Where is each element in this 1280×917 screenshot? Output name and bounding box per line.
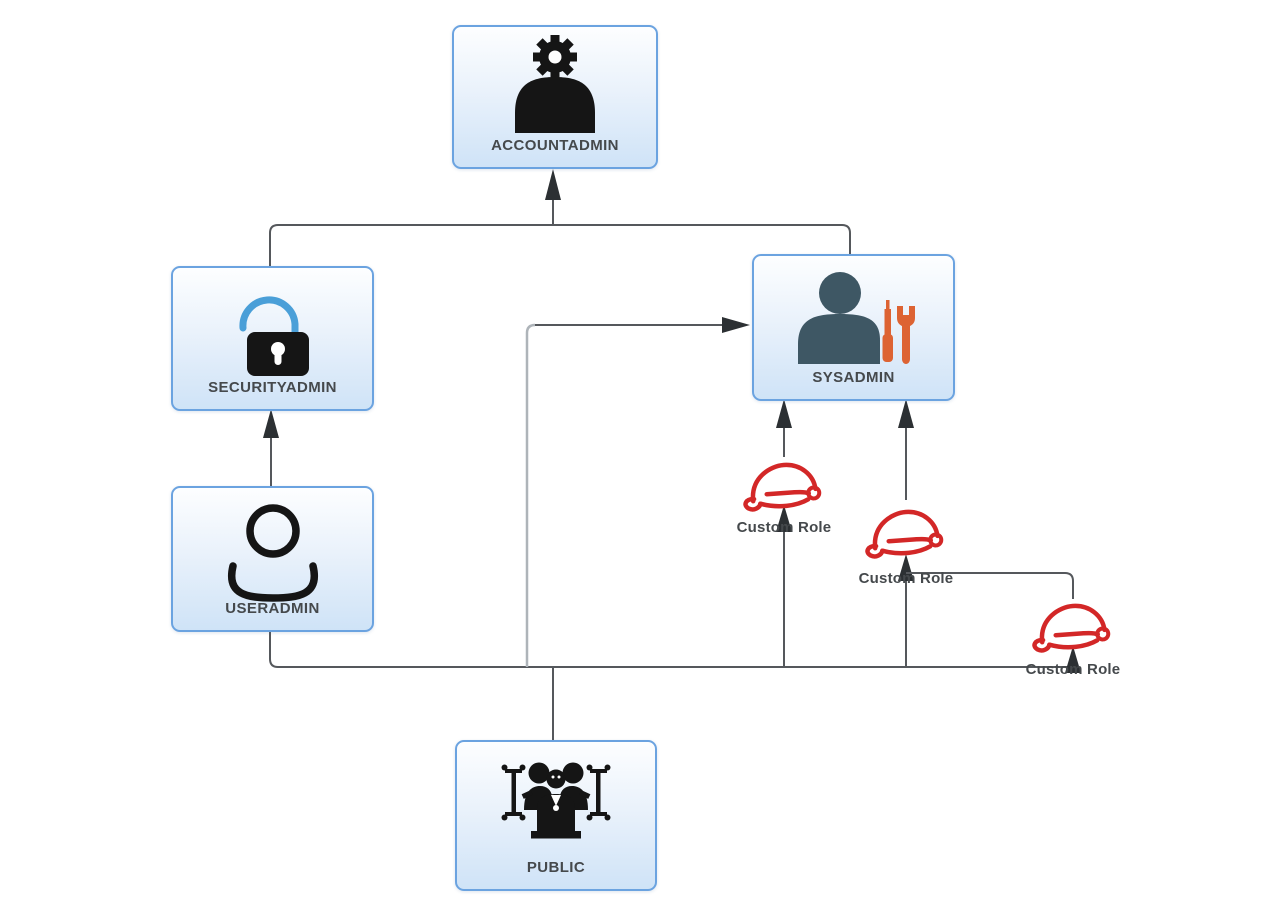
user-with-tools-icon: [754, 266, 953, 370]
user-outline-icon: [173, 500, 372, 602]
user-bust: [515, 77, 595, 133]
node-public: PUBLIC: [455, 740, 657, 891]
people-group-icon: [457, 758, 655, 850]
edge-customrole2-to-sysadmin: [898, 399, 914, 500]
node-securityadmin: SECURITYADMIN: [171, 266, 374, 411]
node-sysadmin: SYSADMIN: [752, 254, 955, 401]
custom-role-label-2: Custom Role: [858, 570, 954, 587]
node-label-sysadmin: SYSADMIN: [812, 369, 895, 386]
arrowhead-into-customrole1: [776, 505, 792, 532]
node-accountadmin: ACCOUNTADMIN: [452, 25, 658, 169]
hard-hat-icon-1: [736, 452, 832, 514]
arrowhead-into-sysadmin-left: [722, 317, 750, 333]
arrowhead-into-securityadmin: [263, 409, 279, 438]
custom-role-label-1: Custom Role: [736, 519, 832, 536]
gear-icon: [533, 35, 577, 79]
arrowhead-into-customrole2: [898, 554, 914, 581]
open-padlock-icon: [173, 282, 372, 382]
node-label-public: PUBLIC: [526, 859, 586, 876]
edge-customrole3-to-customrole2: [906, 572, 1074, 599]
arrowhead-into-accountadmin: [545, 169, 561, 200]
edge-trunk-to-customrole1: [776, 505, 792, 667]
node-label-accountadmin: ACCOUNTADMIN: [491, 137, 619, 154]
edge-customrole1-to-sysadmin: [776, 399, 792, 457]
custom-role-label-3: Custom Role: [1025, 661, 1121, 678]
node-useradmin: USERADMIN: [171, 486, 374, 632]
node-label-securityadmin: SECURITYADMIN: [208, 379, 337, 396]
hard-hat-icon-2: [858, 499, 954, 561]
hard-hat-icon-3: [1025, 593, 1121, 655]
screwdriver-wrench-icon: [882, 300, 915, 364]
edge-trunk-to-customrole2: [898, 554, 914, 667]
user-with-gear-icon: [454, 33, 656, 135]
node-label-useradmin: USERADMIN: [225, 600, 320, 617]
edge-securityadmin-sysadmin-to-accountadmin: [269, 169, 851, 266]
arrowhead-into-sysadmin-bottom-1: [776, 399, 792, 428]
arrowhead-into-customrole3: [1065, 646, 1081, 673]
edge-public-trunk: [269, 628, 1073, 740]
arrowhead-into-sysadmin-bottom-2: [898, 399, 914, 428]
edge-trunk-to-customrole3: [1065, 646, 1081, 673]
edge-public-to-sysadmin: [525, 317, 750, 667]
edge-useradmin-to-securityadmin: [263, 409, 279, 486]
